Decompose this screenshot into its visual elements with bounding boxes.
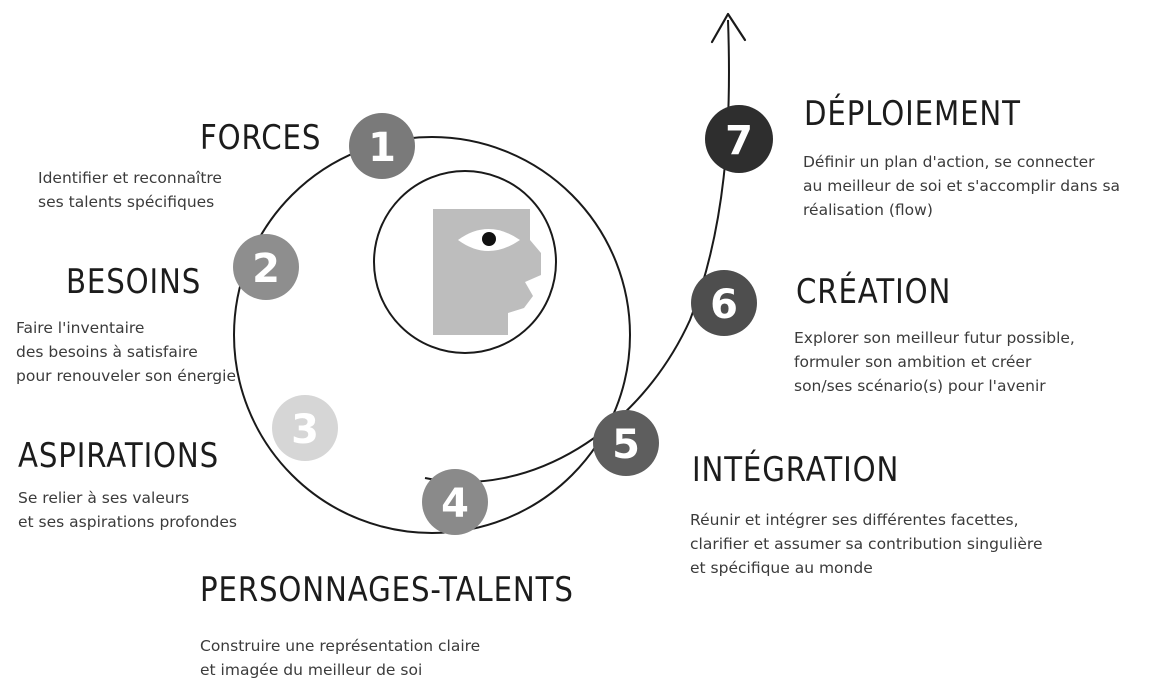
step-6-line-2: formuler son ambition et créer: [794, 353, 1032, 371]
step-3-title: ASPIRATIONS: [18, 436, 220, 476]
step-1-description: Identifier et reconnaître ses talents sp…: [38, 166, 222, 214]
step-1-line-1: Identifier et reconnaître: [38, 169, 222, 187]
step-1-circle: [349, 113, 415, 179]
arrowhead-icon: [710, 12, 747, 44]
step-6-title: CRÉATION: [796, 272, 952, 312]
step-4-line-2: et imagée du meilleur de soi: [200, 661, 423, 679]
step-6-description: Explorer son meilleur futur possible, fo…: [794, 326, 1075, 398]
step-3-marker: 3: [272, 395, 338, 461]
step-2-line-2: des besoins à satisfaire: [16, 343, 198, 361]
step-7-circle: [705, 105, 773, 173]
step-3-description: Se relier à ses valeurs et ses aspiratio…: [18, 486, 237, 534]
step-6-circle: [691, 270, 757, 336]
step-6-line-1: Explorer son meilleur futur possible,: [794, 329, 1075, 347]
step-4-number: 4: [441, 481, 469, 527]
step-5-line-2: clarifier et assumer sa contribution sin…: [690, 535, 1043, 553]
step-1-line-2: ses talents spécifiques: [38, 193, 215, 211]
step-2-number: 2: [252, 246, 280, 292]
step-2-marker: 2: [233, 234, 299, 300]
step-5-line-3: et spécifique au monde: [690, 559, 873, 577]
step-4-marker: 4: [422, 469, 488, 535]
head-profile-icon: [433, 209, 541, 335]
step-6-number: 6: [710, 282, 738, 328]
step-2-description: Faire l'inventaire des besoins à satisfa…: [16, 316, 236, 388]
step-3-circle: [272, 395, 338, 461]
step-7-number: 7: [725, 118, 753, 164]
cycle-circle: [233, 136, 631, 534]
step-7-title: DÉPLOIEMENT: [804, 94, 1021, 134]
step-2-title: BESOINS: [66, 262, 202, 302]
step-3-line-1: Se relier à ses valeurs: [18, 489, 190, 507]
step-4-title: PERSONNAGES-TALENTS: [200, 570, 574, 610]
step-5-marker: 5: [593, 410, 659, 476]
inner-circle: [373, 170, 557, 354]
step-3-number: 3: [291, 407, 319, 453]
step-1-marker: 1: [349, 113, 415, 179]
step-5-line-1: Réunir et intégrer ses différentes facet…: [690, 511, 1019, 529]
step-1-title: FORCES: [200, 118, 322, 158]
step-6-marker: 6: [691, 270, 757, 336]
step-5-number: 5: [612, 422, 640, 468]
step-2-line-3: pour renouveler son énergie: [16, 367, 236, 385]
step-4-circle: [422, 469, 488, 535]
step-7-line-1: Définir un plan d'action, se connecter: [803, 153, 1095, 171]
step-6-line-3: son/ses scénario(s) pour l'avenir: [794, 377, 1046, 395]
step-4-line-1: Construire une représentation claire: [200, 637, 481, 655]
step-7-marker: 7: [705, 105, 773, 173]
step-3-line-2: et ses aspirations profondes: [18, 513, 238, 531]
step-5-title: INTÉGRATION: [692, 450, 900, 490]
step-7-line-3: réalisation (flow): [803, 201, 933, 219]
step-7-line-2: au meilleur de soi et s'accomplir dans s…: [803, 177, 1121, 195]
step-2-circle: [233, 234, 299, 300]
step-2-line-1: Faire l'inventaire: [16, 319, 145, 337]
step-7-description: Définir un plan d'action, se connecter a…: [803, 150, 1120, 222]
step-5-description: Réunir et intégrer ses différentes facet…: [690, 508, 1043, 580]
step-5-circle: [593, 410, 659, 476]
step-4-description: Construire une représentation claire et …: [200, 634, 480, 682]
step-1-number: 1: [368, 125, 396, 171]
